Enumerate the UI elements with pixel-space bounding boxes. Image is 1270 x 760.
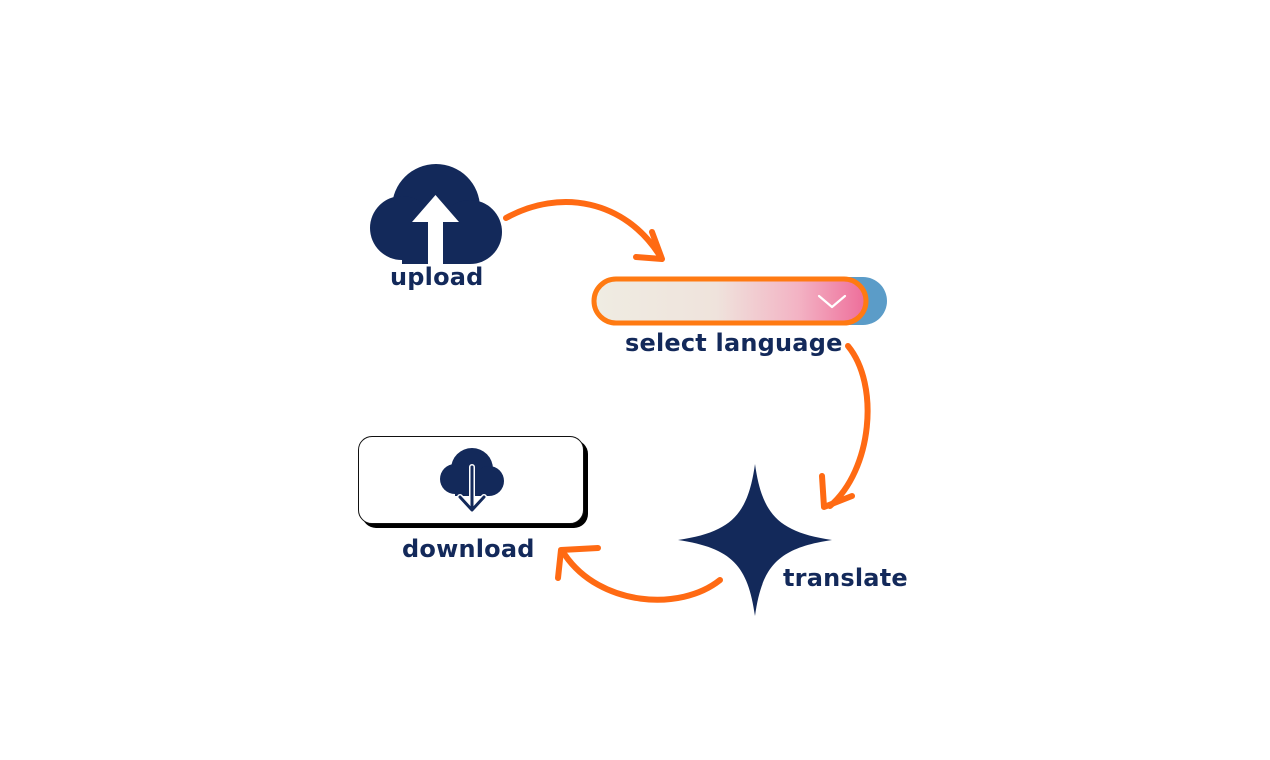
translate-label: translate [783, 564, 908, 592]
cloud-upload-icon [366, 164, 506, 264]
arrowhead-translate-to-download [555, 545, 601, 581]
arrow-select-to-translate [827, 343, 871, 509]
arrow-upload-to-select [503, 199, 663, 259]
arrowhead-upload-to-select [633, 229, 665, 262]
arrow-translate-to-download [562, 552, 723, 603]
chevron-down-icon [817, 294, 847, 310]
sparkle-star-icon [678, 464, 832, 616]
language-select-dropdown[interactable] [591, 276, 889, 326]
arrowhead-select-to-translate [819, 473, 855, 510]
download-button[interactable] [358, 436, 584, 524]
cloud-download-icon [438, 447, 506, 519]
upload-label: upload [390, 263, 484, 291]
download-label: download [402, 535, 535, 563]
select-language-label: select language [625, 329, 843, 357]
